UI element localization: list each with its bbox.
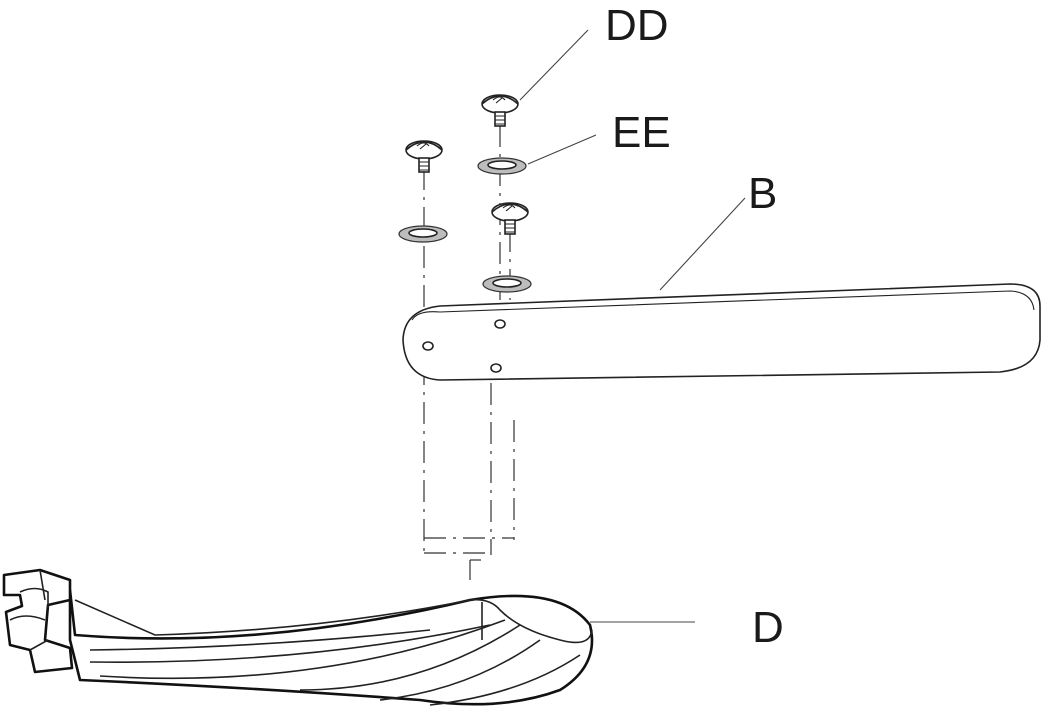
fan-blade	[402, 283, 1041, 381]
label-dd: DD	[605, 1, 669, 50]
washer-ee-mid	[482, 275, 532, 293]
label-b: B	[748, 169, 777, 218]
blade-holder	[2, 568, 594, 706]
leader-lines	[519, 29, 746, 623]
blade-hole-bottom	[490, 363, 502, 373]
washer-ee-top	[477, 157, 527, 175]
screw-dd-left	[405, 140, 443, 173]
screw-dd-mid	[491, 202, 529, 235]
label-d: D	[752, 603, 784, 652]
blade-hole-left	[422, 341, 434, 351]
blade-hole-top	[494, 319, 506, 329]
label-ee: EE	[612, 108, 671, 157]
washer-ee-left	[398, 225, 448, 243]
screw-dd-top	[481, 94, 519, 127]
